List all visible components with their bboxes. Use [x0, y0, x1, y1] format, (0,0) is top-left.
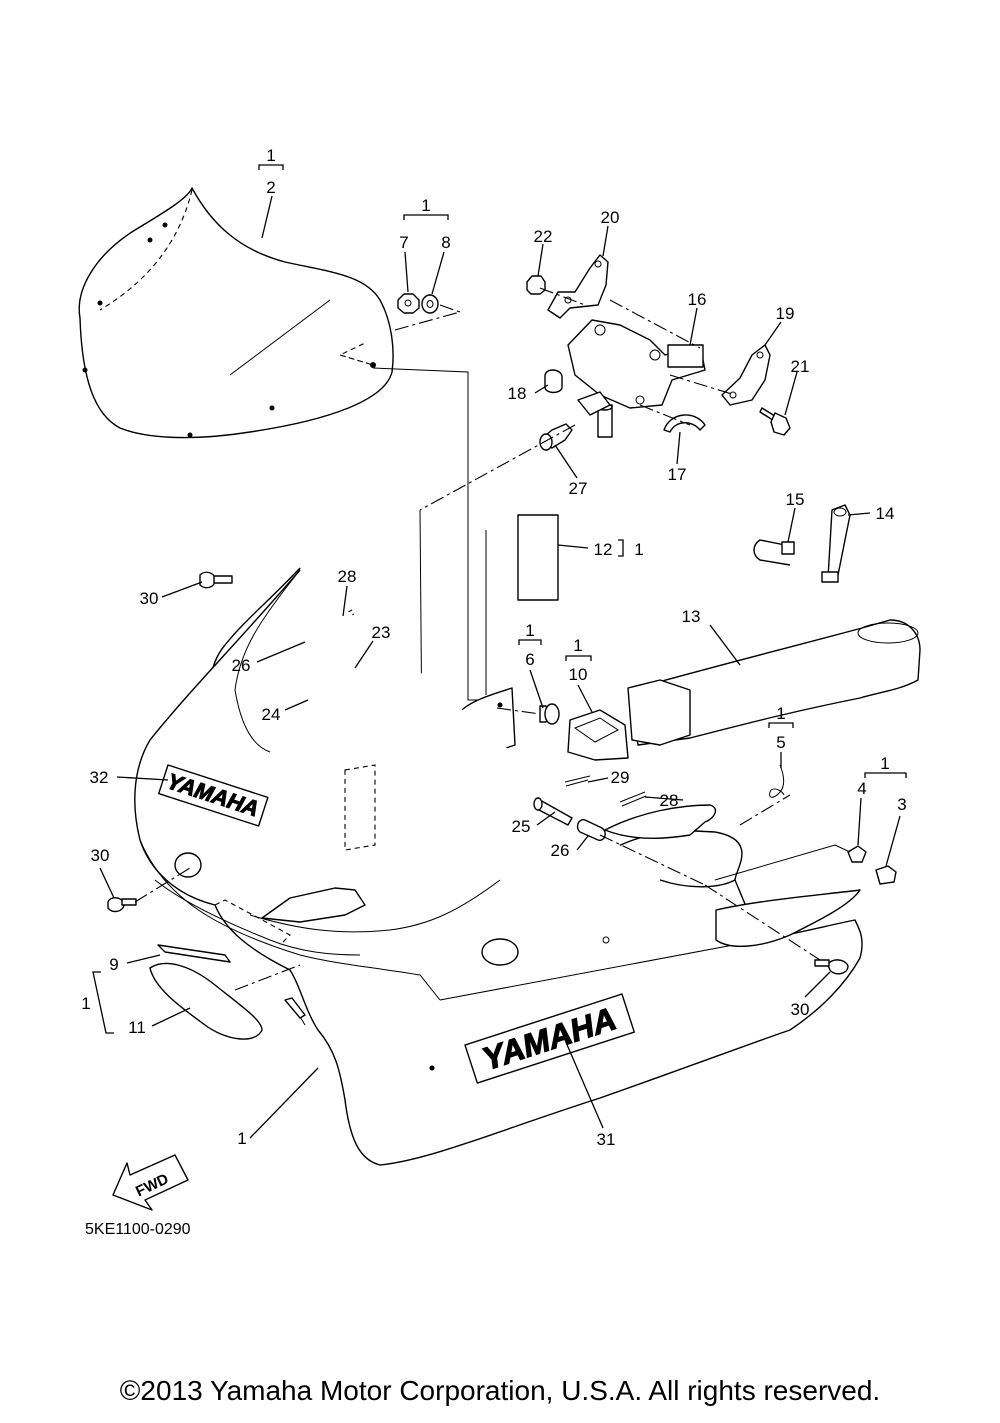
pad-12 [517, 514, 559, 601]
callout-8: 8 [441, 233, 450, 252]
callout-2: 2 [266, 178, 275, 197]
grommet-27 [539, 423, 573, 451]
callout-26-a: 26 [232, 656, 251, 675]
collar-26-b [576, 819, 606, 841]
callout-1-cover: 1 [573, 636, 582, 655]
callout-1-grommet: 1 [880, 754, 889, 773]
seal-9 [157, 944, 231, 963]
callout-32: 32 [90, 768, 109, 787]
fwd-arrow: FWD [112, 1154, 189, 1211]
screw-30-b [107, 897, 137, 913]
screw-6 [539, 703, 560, 725]
strap-14 [821, 504, 851, 583]
duct-cover-11 [149, 962, 263, 1040]
callout-19: 19 [776, 304, 795, 323]
callout-15: 15 [786, 490, 805, 509]
callout-23: 23 [372, 623, 391, 642]
callout-1-seal-group: 1 [81, 994, 90, 1013]
grommet-4 [847, 845, 867, 863]
tail-cowl [604, 804, 861, 948]
leaders [92, 164, 907, 1139]
callout-27: 27 [569, 479, 588, 498]
callout-25: 25 [512, 817, 531, 836]
callout-28-a: 28 [338, 567, 357, 586]
diagram-code: 5KE1100-0290 [85, 1221, 191, 1238]
callout-11: 11 [128, 1018, 146, 1037]
callout-16: 16 [688, 290, 707, 309]
copyright-notice: ©2013 Yamaha Motor Corporation, U.S.A. A… [119, 1375, 881, 1406]
callout-21: 21 [791, 357, 810, 376]
callout-1-spring: 1 [776, 704, 785, 723]
callout-7: 7 [399, 233, 408, 252]
grommet-3 [875, 865, 897, 885]
callout-22: 22 [534, 227, 553, 246]
callout-labels: 1 2 1 7 8 22 20 16 19 18 21 27 17 15 14 … [81, 146, 906, 1149]
clamp-17 [663, 414, 706, 433]
callout-12: 12 [594, 540, 613, 559]
cotter-pin-29 [564, 775, 591, 787]
bracket-19 [721, 344, 771, 406]
callout-30-a: 30 [140, 589, 159, 608]
main-cowling [134, 569, 863, 1166]
stay-16 [567, 319, 706, 409]
callout-1-screw: 1 [525, 621, 534, 640]
callout-30-c: 30 [791, 1000, 810, 1019]
callout-14: 14 [876, 504, 895, 523]
callout-30-b: 30 [91, 846, 110, 865]
callout-13: 13 [682, 607, 701, 626]
callout-1-cowling: 1 [237, 1129, 246, 1148]
callout-17: 17 [668, 465, 687, 484]
callout-1-pad: 1 [634, 540, 643, 559]
callout-10: 10 [569, 665, 588, 684]
post [577, 391, 613, 438]
callout-1-nut-group: 1 [421, 196, 430, 215]
callout-18: 18 [508, 384, 527, 403]
clip-15 [753, 539, 795, 566]
nut-7 [397, 293, 420, 314]
callout-20: 20 [601, 208, 620, 227]
callout-5: 5 [776, 733, 785, 752]
collar-18 [544, 369, 563, 394]
bolt-21 [759, 407, 791, 436]
screw-30-a [199, 571, 233, 589]
washer-8 [421, 294, 439, 314]
cotter-pin-28-b [619, 791, 647, 807]
callout-29: 29 [611, 768, 630, 787]
cover-10 [567, 709, 629, 761]
callout-1-top: 1 [266, 146, 275, 165]
windshield [78, 187, 394, 439]
callout-4: 4 [857, 779, 866, 798]
nut-22 [526, 275, 546, 295]
callout-26-b: 26 [551, 841, 570, 860]
screw-30-c [814, 959, 849, 975]
callout-24: 24 [262, 705, 281, 724]
callout-9: 9 [109, 955, 118, 974]
callout-3: 3 [897, 795, 906, 814]
callout-6: 6 [525, 650, 534, 669]
bracket-20 [547, 254, 609, 319]
air-duct-13 [627, 619, 921, 746]
callout-28-b: 28 [660, 791, 679, 810]
callout-31: 31 [597, 1130, 616, 1149]
spring-5 [769, 764, 785, 798]
